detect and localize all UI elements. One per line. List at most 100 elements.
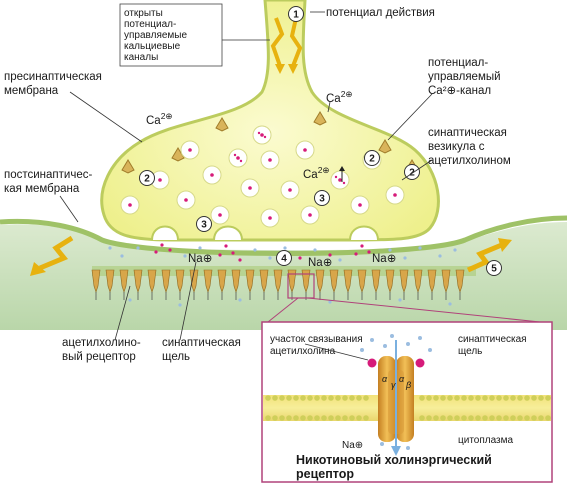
lipid-head	[440, 415, 446, 421]
receptor-icon	[427, 269, 437, 293]
lipid-head	[510, 395, 516, 401]
ach-receptor-label: ацетилхолино- вый рецептор	[62, 337, 144, 363]
receptor-icon	[105, 269, 115, 293]
receptor-icon	[245, 269, 255, 293]
na-label-2: Na⊕	[308, 257, 332, 269]
subunit-alpha-1: α	[382, 374, 388, 384]
step-number: 3	[201, 220, 207, 231]
step-number: 1	[293, 10, 299, 21]
lipid-head	[307, 415, 313, 421]
lipid-head	[538, 395, 544, 401]
lipid-head	[503, 415, 509, 421]
zoom-line	[307, 297, 541, 323]
lipid-head	[545, 395, 551, 401]
step-number: 2	[369, 154, 375, 165]
lipid-head	[265, 395, 271, 401]
leader-lines	[59, 11, 433, 361]
step-badge	[486, 260, 502, 276]
lipid-head	[356, 415, 362, 421]
inset-lipid-heads	[265, 395, 551, 421]
synaptic-cleft-label: синаптическая щель	[162, 337, 244, 363]
receptor-icon	[367, 340, 425, 456]
lipid-head	[545, 415, 551, 421]
arrowhead	[288, 64, 298, 74]
lipid-head	[314, 395, 320, 401]
inset-na-label: Na⊕	[342, 440, 363, 451]
lipid-head	[279, 395, 285, 401]
exocytosis-site	[151, 225, 379, 241]
action-potential-label: потенциал действия	[326, 7, 435, 19]
receptor-icon	[161, 269, 171, 293]
inset-sodium-dots	[360, 334, 432, 450]
receptor-icon	[231, 269, 241, 293]
receptor-icon	[413, 269, 423, 293]
receptor-icon	[441, 269, 451, 293]
lipid-head	[286, 395, 292, 401]
inset-cytoplasm-label: цитоплазма	[458, 435, 514, 446]
receptor-icon	[273, 269, 283, 293]
step-badge	[364, 150, 380, 166]
lipid-head	[328, 415, 334, 421]
receptor-icon	[259, 269, 269, 293]
na-label-1: Na⊕	[188, 253, 212, 265]
lipid-head	[503, 395, 509, 401]
ca-label-inside: Ca2⊕	[303, 165, 330, 181]
postsynaptic-membrane-label: постсинаптичес- кая мембрана	[4, 169, 96, 195]
channels-open-box	[119, 3, 223, 67]
lipid-head	[482, 415, 488, 421]
lipid-head	[510, 415, 516, 421]
lipid-head	[335, 395, 341, 401]
lipid-head	[363, 415, 369, 421]
lipid-head	[293, 395, 299, 401]
subunit-alpha-2: α	[399, 374, 405, 384]
lipid-head	[447, 415, 453, 421]
lipid-head	[489, 395, 495, 401]
acetylcholine-icon	[154, 243, 371, 262]
receptor-icon	[203, 269, 213, 293]
inset-title: Никотиновый холинэргический рецептор	[296, 453, 495, 481]
lipid-head	[517, 415, 523, 421]
lipid-head	[475, 395, 481, 401]
step-number: 2	[144, 174, 150, 185]
receptor-icon	[119, 269, 129, 293]
step-number: 4	[281, 254, 287, 265]
zoom-line	[267, 297, 299, 323]
ca-label-left: Ca2⊕	[146, 111, 173, 127]
lipid-head	[531, 395, 537, 401]
receptor-icon	[357, 269, 367, 293]
lipid-head	[342, 415, 348, 421]
lipid-head	[433, 395, 439, 401]
lipid-head	[307, 395, 313, 401]
ca-label-right: Ca2⊕	[326, 89, 353, 105]
action-potential-arrow-icon	[270, 17, 303, 67]
lipid-head	[496, 395, 502, 401]
step-badge	[276, 250, 292, 266]
lipid-head	[517, 395, 523, 401]
lipid-head	[328, 395, 334, 401]
lipid-head	[489, 415, 495, 421]
receptor-icon	[385, 269, 395, 293]
lipid-head	[321, 415, 327, 421]
receptor-icon	[455, 269, 465, 293]
lipid-head	[419, 395, 425, 401]
step-number: 5	[491, 264, 497, 275]
lipid-head	[300, 415, 306, 421]
receptor-icon	[315, 269, 325, 293]
lipid-head	[265, 415, 271, 421]
arrowhead	[275, 64, 285, 74]
voltage-channel-label: потенциал- управляемый Ca²⊕-канал	[428, 57, 504, 97]
lipid-head	[440, 395, 446, 401]
receptor-icon	[301, 269, 311, 293]
step-badge	[314, 190, 330, 206]
step-badge	[196, 216, 212, 232]
receptor-icon	[287, 269, 297, 293]
subunit-beta: β	[405, 380, 411, 390]
receptor-membrane-band	[92, 266, 476, 276]
lipid-head	[314, 415, 320, 421]
up-arrow-icon	[339, 166, 345, 171]
inset-cleft-label: синаптическая щель	[458, 334, 529, 357]
lipid-head	[293, 415, 299, 421]
arrowhead	[498, 238, 512, 252]
lipid-head	[335, 415, 341, 421]
